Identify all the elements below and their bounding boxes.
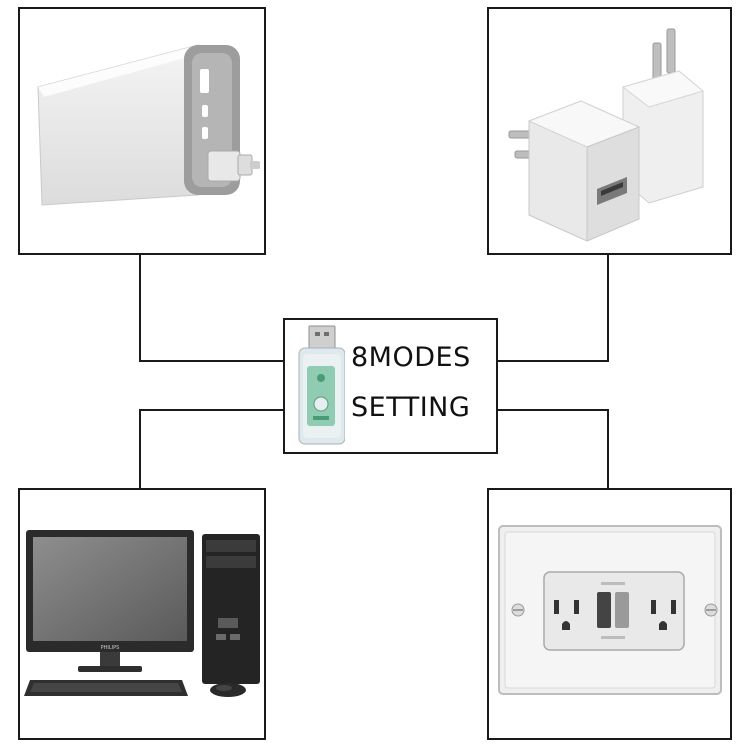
center-label-line2: SETTING [351,392,471,423]
connector-bottom-right [498,409,609,488]
connector-top-left [139,255,283,362]
center-label-line1: 8MODES [351,342,471,373]
monitor-brand-label: PHILIPS [101,645,120,651]
power-bank-icon [37,44,260,206]
usb-charger-panel [487,7,732,255]
usb-wall-charger-icon [508,28,705,242]
desktop-computer-icon: PHILIPS [24,530,260,697]
power-bank-panel [18,7,266,255]
connector-bottom-left [139,409,283,488]
connector-top-right [498,255,609,362]
wall-outlet-panel [487,488,732,740]
usb-mode-device-box: 8MODES SETTING [283,318,498,454]
wall-outlet-icon [498,525,722,695]
desktop-computer-panel: PHILIPS [18,488,266,740]
usb-stick-icon [298,325,345,445]
